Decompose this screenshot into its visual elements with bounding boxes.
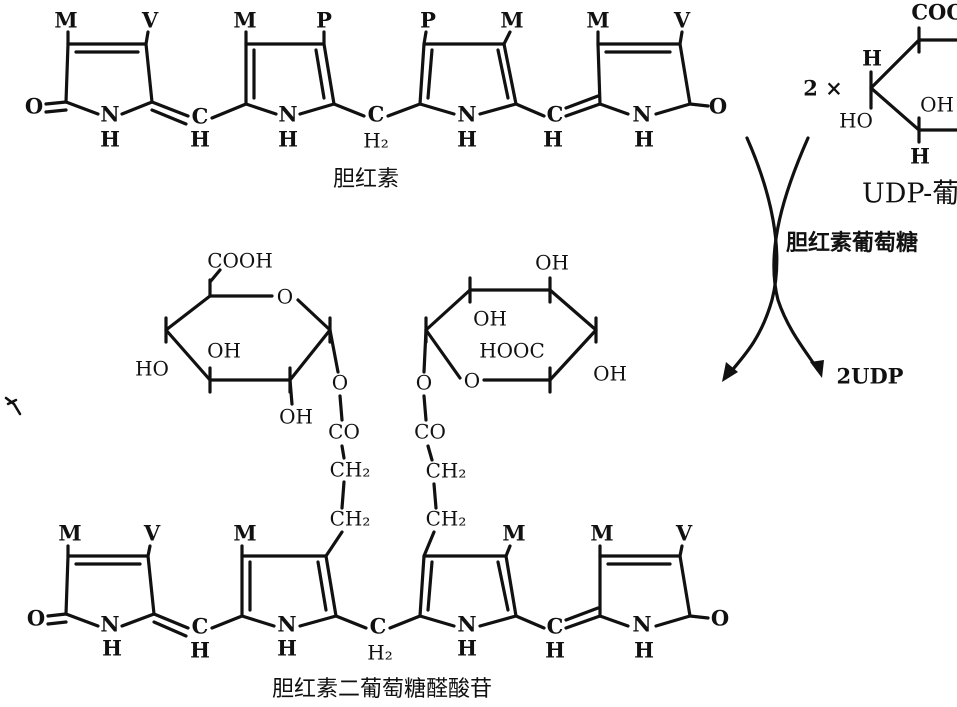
atom-label: CO bbox=[328, 420, 360, 444]
atom-label: N bbox=[100, 612, 119, 637]
byproduct-label: 2UDP bbox=[837, 364, 904, 389]
udp-glucuronic-acid-structure: COO 2 × H HO OH H UDP-葡 bbox=[803, 0, 957, 210]
atom-label: C bbox=[192, 104, 209, 129]
atom-label: H bbox=[277, 636, 297, 661]
atom-label: C bbox=[192, 614, 209, 639]
atom-label: H bbox=[100, 127, 120, 152]
diglucuronide-name: 胆红素二葡萄糖醛酸苷 bbox=[272, 677, 492, 702]
atom-label: H bbox=[634, 127, 654, 152]
atom-label: H bbox=[862, 46, 882, 71]
atom-label: H bbox=[634, 638, 654, 663]
atom-label: N bbox=[100, 102, 119, 127]
atom-label: CO bbox=[414, 420, 446, 444]
substituent-label: V bbox=[143, 521, 161, 546]
arrowhead-icon bbox=[810, 360, 824, 378]
atom-label: O bbox=[27, 606, 45, 631]
substituent-label: P bbox=[316, 8, 332, 33]
atom-label: OH bbox=[920, 93, 954, 117]
atom-label: O bbox=[25, 94, 43, 119]
substituent-label: M bbox=[233, 521, 256, 546]
substituent-label: V bbox=[141, 8, 159, 33]
atom-label: OH bbox=[207, 339, 241, 363]
atom-label: H bbox=[457, 127, 477, 152]
right-glucuronide: OH OH HOOC OH O O CO CH₂ CH₂ bbox=[414, 251, 627, 558]
bilirubin-diglucuronide-structure: M V M M M V O N H C H N H C H₂ N H C H N… bbox=[27, 521, 729, 703]
atom-label: O bbox=[416, 371, 432, 395]
atom-label: O bbox=[711, 606, 729, 631]
atom-label: C bbox=[547, 614, 564, 639]
reaction-arrows: 胆红素葡萄糖 2UDP bbox=[722, 136, 918, 389]
atom-label: CH₂ bbox=[330, 458, 371, 482]
atom-label: H bbox=[278, 127, 298, 152]
atom-label: H₂ bbox=[363, 129, 388, 153]
atom-label: N bbox=[632, 612, 651, 637]
atom-label: C bbox=[370, 614, 387, 639]
atom-label: CH₂ bbox=[426, 459, 467, 483]
atom-label: COO bbox=[911, 0, 957, 25]
atom-label: C bbox=[368, 102, 385, 127]
substituent-label: M bbox=[54, 8, 77, 33]
substituent-label: V bbox=[673, 8, 691, 33]
atom-label: H bbox=[190, 127, 210, 152]
atom-label: HO bbox=[135, 357, 169, 381]
atom-label: N bbox=[632, 102, 651, 127]
atom-label: HOOC bbox=[479, 339, 545, 363]
atom-label: OH bbox=[593, 362, 627, 386]
atom-label: H bbox=[102, 636, 122, 661]
atom-label: H bbox=[543, 127, 563, 152]
atom-label: OH bbox=[279, 405, 313, 429]
atom-label: CH₂ bbox=[426, 507, 467, 531]
atom-label: COOH bbox=[207, 249, 273, 273]
atom-label: O bbox=[332, 371, 348, 395]
atom-label: OH bbox=[473, 307, 507, 331]
atom-label: C bbox=[547, 102, 564, 127]
multiplier-label: 2 × bbox=[803, 76, 843, 101]
atom-label: CH₂ bbox=[330, 507, 371, 531]
arrowhead-icon bbox=[722, 362, 738, 382]
substituent-label: M bbox=[58, 521, 81, 546]
atom-label: O bbox=[709, 94, 727, 119]
atom-label: H₂ bbox=[367, 641, 392, 665]
substituent-label: P bbox=[420, 8, 436, 33]
atom-label: OH bbox=[535, 251, 569, 275]
substituent-label: M bbox=[502, 521, 525, 546]
atom-label: N bbox=[457, 102, 476, 127]
left-glucuronide: COOH O HO OH OH O CO CH₂ CH₂ bbox=[135, 249, 371, 558]
substituent-label: M bbox=[590, 521, 613, 546]
atom-label: H bbox=[190, 638, 210, 663]
atom-label: O bbox=[277, 285, 293, 309]
atom-label: N bbox=[277, 612, 296, 637]
atom-label: N bbox=[457, 612, 476, 637]
atom-label: H bbox=[910, 144, 930, 169]
atom-label: H bbox=[545, 638, 565, 663]
substituent-label: M bbox=[586, 8, 609, 33]
atom-label: O bbox=[464, 369, 480, 393]
substituent-label: M bbox=[500, 8, 523, 33]
substituent-label: V bbox=[675, 521, 693, 546]
reagent-name: UDP-葡 bbox=[862, 179, 957, 210]
atom-label: H bbox=[457, 636, 477, 661]
atom-label: HO bbox=[839, 109, 873, 133]
bilirubin-structure: M V M P P M M V O N H C H N H C H₂ N H C… bbox=[25, 8, 727, 193]
enzyme-label: 胆红素葡萄糖 bbox=[786, 230, 918, 256]
bilirubin-name: 胆红素 bbox=[333, 167, 399, 192]
substituent-label: M bbox=[233, 8, 256, 33]
scan-artifact-mark bbox=[4, 396, 22, 416]
atom-label: N bbox=[278, 102, 297, 127]
